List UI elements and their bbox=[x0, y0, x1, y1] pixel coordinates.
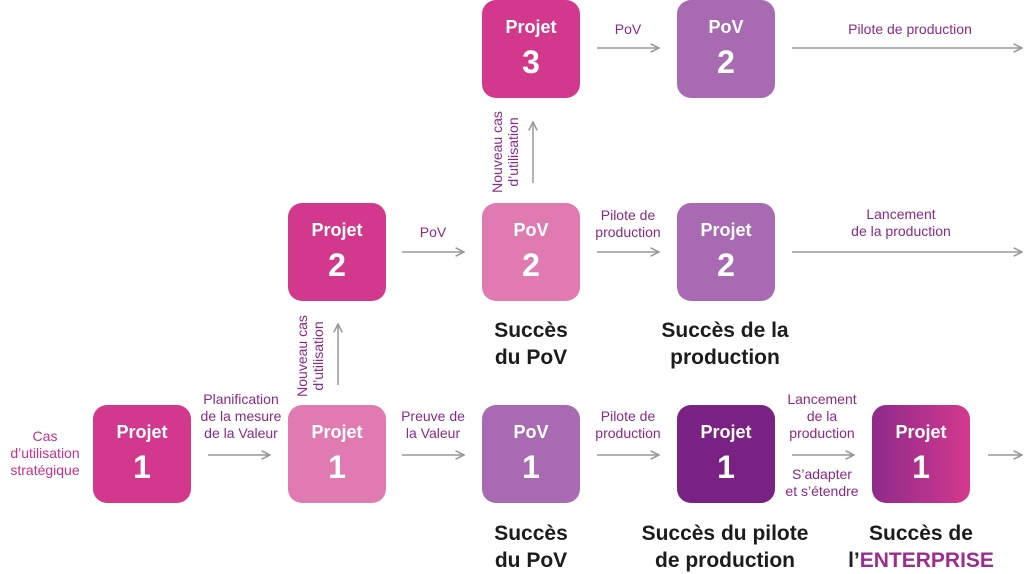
label-preuve: Preuve de la Valeur bbox=[388, 408, 478, 442]
projet-1-start-box: Projet 1 bbox=[93, 405, 191, 503]
label-line: Pilote de bbox=[600, 408, 656, 424]
label-line: Planification bbox=[203, 391, 279, 407]
box-number: 1 bbox=[912, 449, 930, 485]
box-title: PoV bbox=[708, 17, 744, 37]
success-pov-row1: Succès du PoV bbox=[461, 520, 601, 574]
label-line: production bbox=[595, 425, 661, 441]
box-number: 2 bbox=[717, 247, 735, 283]
caption-line: de production bbox=[655, 549, 795, 572]
caption-line: Succès du pilote bbox=[641, 522, 809, 545]
label-line: Preuve de bbox=[401, 408, 465, 424]
box-title: Projet bbox=[700, 422, 752, 442]
projet-2-box: Projet 2 bbox=[288, 203, 386, 301]
box-title: Projet bbox=[700, 220, 752, 240]
enterprise-prefix: l’ bbox=[848, 549, 860, 572]
projet-1-enterprise-box: Projet 1 bbox=[872, 405, 970, 503]
projet-1-plan-box: Projet 1 bbox=[288, 405, 386, 503]
caption-line: du PoV bbox=[494, 549, 568, 572]
label-line: d’utilisation bbox=[10, 445, 80, 461]
projet-3-box: Projet 3 bbox=[482, 0, 580, 98]
label-cas-strategique: Cas d’utilisation stratégique bbox=[0, 428, 90, 479]
label-pov-row3: PoV bbox=[614, 21, 642, 37]
box-number: 2 bbox=[717, 44, 735, 80]
label-line: de la mesure bbox=[200, 408, 282, 424]
box-number: 1 bbox=[133, 449, 151, 485]
label-line: Nouveau cas bbox=[489, 111, 505, 193]
success-enterprise: Succès de l’ENTERPRISE bbox=[836, 520, 1006, 574]
label-line: de la bbox=[806, 408, 838, 424]
label-pilote-row3: Pilote de production bbox=[848, 21, 972, 37]
label-pilote-row1: Pilote de production bbox=[583, 408, 673, 442]
projet-1-pilot-box: Projet 1 bbox=[677, 405, 775, 503]
pov-2-box: PoV 2 bbox=[482, 203, 580, 301]
box-number: 1 bbox=[522, 449, 540, 485]
box-title: Projet bbox=[311, 220, 363, 240]
label-line: S’adapter bbox=[792, 466, 852, 482]
label-line: production bbox=[789, 425, 855, 441]
label-line: de la production bbox=[851, 223, 951, 239]
label-line: et s’étendre bbox=[785, 483, 859, 499]
pov-2-top-box: PoV 2 bbox=[677, 0, 775, 98]
label-line: Lancement bbox=[866, 206, 936, 222]
label-planification: Planification de la mesure de la Valeur bbox=[190, 391, 292, 442]
label-lancement-row1: Lancement de la production bbox=[776, 391, 868, 442]
label-line: de la Valeur bbox=[204, 425, 278, 441]
label-nouveau-cas-2: Nouveau cas d’utilisation bbox=[489, 102, 523, 202]
box-number: 2 bbox=[522, 247, 540, 283]
label-line: la Valeur bbox=[405, 425, 461, 441]
label-adapter: S’adapter et s’étendre bbox=[776, 466, 868, 500]
projet-2-prod-box: Projet 2 bbox=[677, 203, 775, 301]
caption-line: l’ENTERPRISE bbox=[836, 547, 1006, 574]
box-title: Projet bbox=[116, 422, 168, 442]
box-number: 2 bbox=[328, 247, 346, 283]
caption-line: Succès bbox=[494, 522, 568, 545]
success-pilot-row1: Succès du pilote de production bbox=[620, 520, 830, 574]
pov-1-box: PoV 1 bbox=[482, 405, 580, 503]
label-line: d’utilisation bbox=[505, 117, 521, 187]
box-title: PoV bbox=[513, 220, 549, 240]
label-pov-row2: PoV bbox=[419, 224, 447, 240]
caption-line: du PoV bbox=[494, 346, 568, 369]
box-title: PoV bbox=[513, 422, 549, 442]
box-title: Projet bbox=[505, 17, 557, 37]
caption-line: Succès de bbox=[869, 522, 973, 545]
success-prod-row2: Succès de la production bbox=[630, 317, 820, 371]
enterprise-word: ENTERPRISE bbox=[859, 549, 994, 572]
box-title: Projet bbox=[311, 422, 363, 442]
label-nouveau-cas-1: Nouveau cas d’utilisation bbox=[294, 306, 328, 406]
box-number: 3 bbox=[522, 44, 540, 80]
label-line: stratégique bbox=[10, 462, 80, 478]
caption-line: Succès bbox=[494, 319, 568, 342]
label-line: Lancement bbox=[787, 391, 857, 407]
label-line: Pilote de bbox=[600, 207, 656, 223]
label-line: Cas bbox=[32, 428, 58, 444]
caption-line: Succès de la bbox=[661, 319, 789, 342]
label-line: d’utilisation bbox=[310, 321, 326, 391]
box-number: 1 bbox=[717, 449, 735, 485]
box-title: Projet bbox=[895, 422, 947, 442]
label-pilote-row2: Pilote de production bbox=[583, 207, 673, 241]
label-line: Nouveau cas bbox=[294, 315, 310, 397]
label-lancement-row2: Lancement de la production bbox=[826, 206, 976, 240]
label-line: production bbox=[595, 224, 661, 240]
box-number: 1 bbox=[328, 449, 346, 485]
caption-line: production bbox=[670, 346, 780, 369]
success-pov-row2: Succès du PoV bbox=[461, 317, 601, 371]
